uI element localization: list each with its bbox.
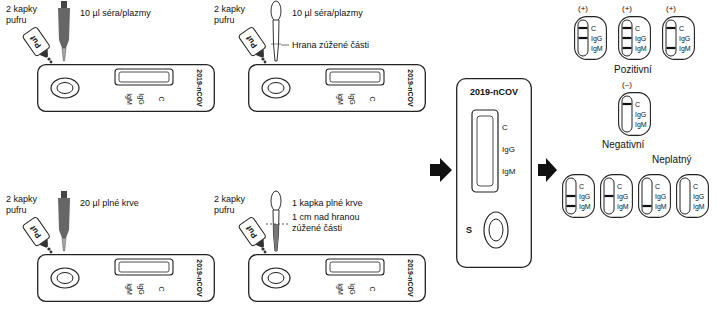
brand-label: 2019-nCOV	[196, 259, 203, 296]
brand-label: 2019-nCOV	[407, 259, 414, 296]
instruction-note: 10 µl séra/plazmy	[80, 8, 151, 19]
line-label: IgM	[337, 93, 344, 105]
result-sign: (+)	[622, 5, 632, 13]
result-label: Negativní	[602, 139, 644, 151]
line-label: IgG	[138, 283, 145, 294]
line-label: C	[617, 183, 622, 190]
line-label: IgG	[138, 93, 145, 104]
result-cassette: (+)CIgGIgM	[574, 16, 607, 60]
instruction-note: 1 kapka plné krve	[292, 198, 363, 209]
instruction-note: Hrana zúžené části	[292, 40, 369, 51]
result-label: Neplatný	[652, 154, 691, 166]
line-label: C	[591, 25, 596, 32]
buffer-drop	[47, 247, 50, 250]
buffer-drop	[261, 247, 264, 250]
buffer-drop	[47, 57, 50, 60]
micropipette	[58, 1, 70, 61]
result-cassette: C IgG IgM	[638, 174, 671, 218]
line-label: IgG	[349, 93, 356, 104]
buffer-drop	[50, 61, 53, 64]
instruction-note: 1 cm nad hranou zúžené části	[292, 212, 374, 234]
line-label: IgM	[579, 203, 591, 210]
step-arrow	[538, 158, 557, 182]
line-label: IgM	[502, 168, 515, 176]
line-label: IgM	[617, 203, 629, 210]
line-label: IgG	[579, 193, 590, 200]
result-sign: (–)	[622, 81, 632, 89]
brand-label: 2019-nCOV	[407, 69, 414, 106]
line-label: IgG	[693, 193, 704, 200]
instruction-note: 2 kapky pufru	[6, 4, 50, 26]
line-label: C	[369, 286, 376, 291]
line-label: C	[635, 101, 640, 108]
buffer-drop	[264, 251, 267, 254]
dropper	[271, 191, 281, 251]
micropipette	[58, 191, 70, 251]
line-label: IgG	[591, 35, 602, 42]
dropper	[271, 1, 281, 61]
line-label: IgG	[655, 193, 666, 200]
test-cassette: 2019-nCOV C IgG IgM S	[456, 78, 532, 268]
instruction-note: 2 kapky pufru	[214, 194, 258, 216]
buffer-bottle: Puf	[21, 216, 54, 253]
instruction-note: 10 µl séra/plazmy	[292, 8, 363, 19]
result-cassette: C IgG IgM	[562, 174, 595, 218]
line-label: C	[502, 124, 508, 132]
result-cassette: (+)CIgGIgM	[618, 16, 651, 60]
buffer-drop	[261, 57, 264, 60]
buffer-bottle: Puf	[237, 216, 270, 253]
line-label: C	[158, 96, 165, 101]
dashed-line	[266, 224, 289, 225]
line-label: C	[579, 183, 584, 190]
line-label: IgG	[617, 193, 628, 200]
line-label: C	[679, 25, 684, 32]
buffer-bottle: Puf	[237, 26, 270, 63]
line-label: IgM	[693, 203, 705, 210]
line-label: IgM	[126, 93, 133, 105]
instruction-note: 2 kapky pufru	[6, 194, 50, 216]
step-arrow	[430, 158, 452, 182]
buffer-drop	[264, 61, 267, 64]
leader-line	[281, 45, 289, 46]
result-cassette: (–)CIgGIgM	[618, 92, 651, 136]
line-label: IgG	[635, 111, 646, 118]
result-cassette: C IgG IgM	[676, 174, 709, 218]
line-label: IgM	[635, 121, 647, 128]
line-label: IgG	[635, 35, 646, 42]
result-label: Pozitivní	[614, 64, 652, 76]
line-label: IgG	[679, 35, 690, 42]
test-cassette: 2019-nCOV C IgG IgM	[248, 254, 426, 302]
buffer-bottle: Puf	[21, 26, 54, 63]
line-label: C	[158, 286, 165, 291]
line-label: IgM	[337, 283, 344, 295]
line-label: C	[693, 183, 698, 190]
line-label: IgM	[591, 45, 603, 52]
shape-outline	[456, 78, 532, 268]
test-cassette: 2019-nCOV C IgG IgM	[248, 64, 426, 112]
result-cassette: (+)CIgGIgM	[662, 16, 695, 60]
result-sign: (+)	[666, 5, 676, 13]
line-label: IgG	[502, 146, 515, 154]
result-cassette: C IgG IgM	[600, 174, 633, 218]
test-cassette: 2019-nCOV C IgG IgM	[37, 64, 215, 112]
instruction-note: 2 kapky pufru	[214, 4, 258, 26]
buffer-drop	[50, 251, 53, 254]
line-label: IgM	[655, 203, 667, 210]
line-label: C	[655, 183, 660, 190]
test-cassette: 2019-nCOV C IgG IgM	[37, 254, 215, 302]
line-label: IgM	[679, 45, 691, 52]
line-label: IgM	[126, 283, 133, 295]
sample-label: S	[466, 226, 472, 235]
brand-label: 2019-nCOV	[470, 88, 518, 97]
line-label: IgM	[635, 45, 647, 52]
line-label: C	[369, 96, 376, 101]
result-sign: (+)	[578, 5, 588, 13]
brand-label: 2019-nCOV	[196, 69, 203, 106]
line-label: C	[635, 25, 640, 32]
line-label: IgG	[349, 283, 356, 294]
instruction-note: 20 µl plné krve	[80, 198, 139, 209]
